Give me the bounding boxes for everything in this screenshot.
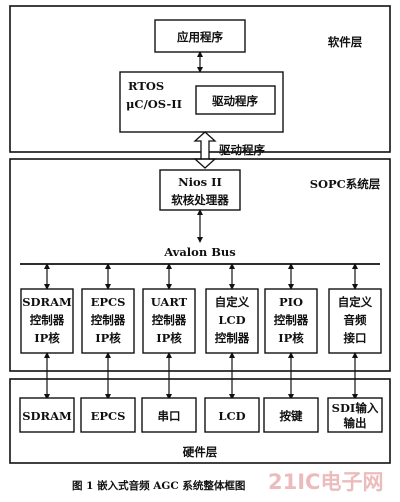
application-box-label: 应用程序 (177, 30, 223, 44)
hardware-device-box-3 (204, 397, 260, 433)
nios-cpu-sublabel: 软核处理器 (171, 193, 229, 207)
sopc-module-text-5-1: 音频 (344, 313, 367, 327)
sopc-module-box-0 (20, 288, 74, 354)
sopc-module-text-1-0: EPCS (91, 295, 126, 309)
sopc-module-box-1 (81, 288, 135, 354)
sopc-module-box-4 (264, 288, 318, 354)
sopc-module-text-0-0: SDRAM (22, 295, 72, 309)
sopc-module-text-2-2: IP核 (156, 331, 182, 345)
hardware-device-text-2-0: 串口 (158, 409, 181, 423)
figure-caption: 图 1 嵌入式音频 AGC 系统整体框图 (72, 479, 245, 492)
driver-double-arrow (193, 131, 217, 169)
sopc-module-text-0-2: IP核 (34, 331, 60, 345)
driver-box-label: 驱动程序 (212, 94, 258, 108)
sopc-module-text-3-2: 控制器 (215, 331, 250, 345)
hardware-device-text-5-0: SDI输入 (332, 401, 379, 415)
hardware-device-box-0 (19, 397, 75, 433)
hardware-device-text-3-0: LCD (218, 409, 245, 423)
avalon-bus-label: Avalon Bus (163, 245, 236, 259)
software-layer-frame (9, 5, 391, 153)
hardware-device-box-2 (141, 397, 197, 433)
sopc-module-text-4-1: 控制器 (274, 313, 309, 327)
hardware-layer-label: 硬件层 (183, 445, 218, 459)
sopc-module-text-2-1: 控制器 (152, 313, 187, 327)
nios-cpu-label: Nios II (178, 175, 222, 189)
sopc-module-text-1-1: 控制器 (91, 313, 126, 327)
sopc-module-text-0-1: 控制器 (30, 313, 65, 327)
rtos-version-label: μC/OS-II (126, 97, 182, 111)
sopc-module-text-4-0: PIO (279, 295, 303, 309)
sopc-module-text-2-0: UART (151, 295, 188, 309)
sopc-modules: SDRAM 控制器 IP核 EPCS 控制器 IP核 UART 控制器 IP核 自定义 LCD 控制器… (20, 263, 382, 400)
software-layer-label: 软件层 (328, 35, 363, 49)
hardware-device-text-0-0: SDRAM (22, 409, 72, 423)
nios-cpu-box (159, 169, 241, 211)
rtos-label: RTOS (128, 79, 164, 93)
watermark: 21IC电子网 (268, 470, 383, 494)
sopc-module-text-1-2: IP核 (95, 331, 121, 345)
sopc-module-text-4-2: IP核 (278, 331, 304, 345)
hardware-device-box-4 (263, 397, 319, 433)
sopc-module-box-3 (205, 288, 259, 354)
sopc-module-text-3-1: LCD (218, 313, 245, 327)
driver-link-label: 驱动程序 (219, 143, 265, 157)
hardware-device-text-1-0: EPCS (91, 409, 126, 423)
sopc-module-text-5-0: 自定义 (338, 295, 373, 309)
hardware-device-text-4-0: 按键 (280, 409, 303, 423)
hardware-device-box-5 (327, 397, 383, 433)
sopc-module-text-3-0: 自定义 (215, 295, 250, 309)
sopc-module-text-5-2: 接口 (344, 331, 367, 345)
sopc-layer-label: SOPC系统层 (310, 177, 381, 191)
driver-box (195, 85, 276, 115)
hardware-device-box-1 (80, 397, 136, 433)
sopc-layer-frame (9, 158, 391, 372)
hardware-device-text-5-1: 输出 (344, 416, 367, 430)
hardware-layer-frame (9, 378, 391, 464)
